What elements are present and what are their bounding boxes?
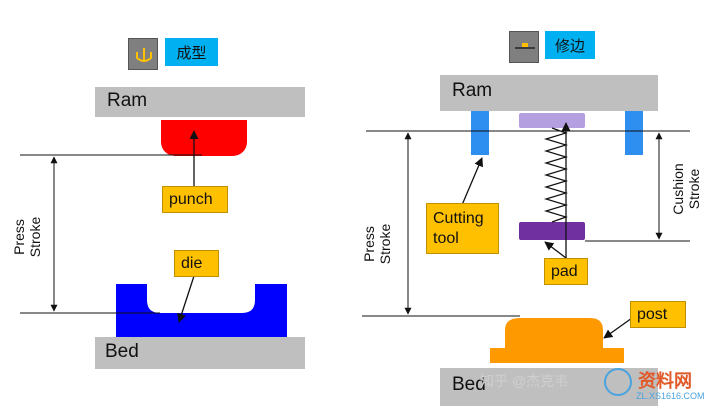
- right-ram: Ram: [440, 75, 658, 111]
- die-label: die: [174, 250, 219, 277]
- pad: [519, 222, 585, 240]
- left-bed: Bed: [95, 337, 305, 369]
- left-bed-label: Bed: [105, 341, 139, 362]
- post-label: post: [630, 301, 686, 328]
- trimming-icon[interactable]: [509, 31, 539, 63]
- trimming-tag: 修边: [545, 31, 595, 59]
- cutting-tool-label: Cutting tool: [426, 203, 499, 254]
- left-ram: Ram: [95, 87, 305, 117]
- cutting-tool-left: [471, 111, 489, 155]
- forming-icon[interactable]: [128, 38, 158, 70]
- site-name: 资料网: [638, 371, 692, 391]
- forming-tag: 成型: [165, 38, 218, 66]
- right-ram-label: Ram: [452, 80, 493, 101]
- site-logo-icon: [604, 368, 632, 396]
- cutting-tool-right: [625, 111, 643, 155]
- punch: [161, 120, 247, 156]
- pad-label: pad: [544, 258, 588, 285]
- zhihu-watermark: 知乎 @杰克韦: [480, 373, 569, 389]
- punch-label: punch: [162, 186, 228, 213]
- site-watermark: 资料网 ZL.XS1616.COM: [600, 364, 718, 408]
- right-bed-label: Bed: [452, 374, 486, 395]
- site-url: ZL.XS1616.COM: [636, 391, 705, 401]
- left-ram-label: Ram: [107, 90, 148, 111]
